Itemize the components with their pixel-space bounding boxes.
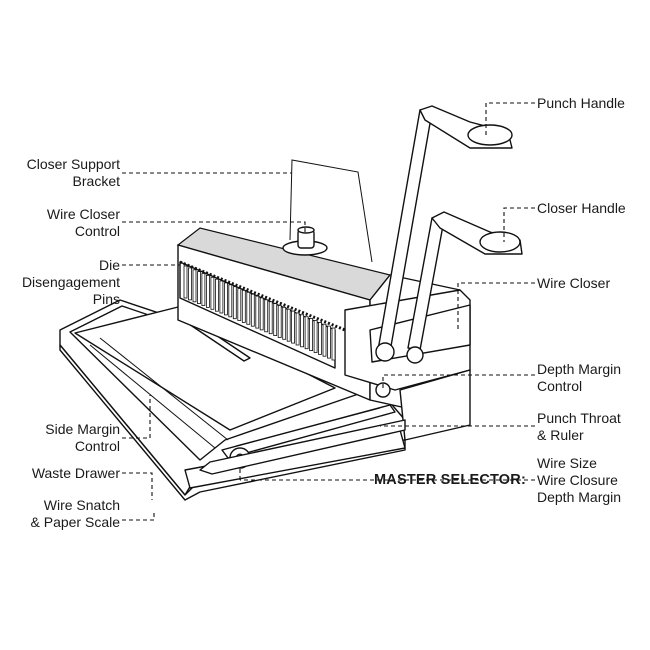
wire-snatch-paper-scale-label: Wire Snatch & Paper Scale	[30, 497, 121, 530]
wire-closer-control-label: Wire Closer Control	[46, 206, 120, 239]
master-selector-label: MASTER SELECTOR:	[374, 472, 526, 488]
side-margin-control-label: Side Margin Control	[45, 421, 120, 454]
master-selector-items: Wire Size Wire Closure Depth Margin	[537, 455, 622, 505]
closer-support-bracket-label: Closer Support Bracket	[26, 156, 120, 189]
closer-handle-label: Closer Handle	[537, 200, 626, 216]
wire-closer-label: Wire Closer	[537, 275, 611, 291]
punch-throat-ruler-label: Punch Throat & Ruler	[537, 410, 621, 443]
die-disengagement-pins-label: Die Disengagement Pins	[21, 257, 120, 307]
depth-margin-control-label: Depth Margin Control	[537, 361, 622, 394]
waste-drawer-label: Waste Drawer	[31, 465, 120, 481]
punch-handle-label: Punch Handle	[537, 95, 625, 111]
